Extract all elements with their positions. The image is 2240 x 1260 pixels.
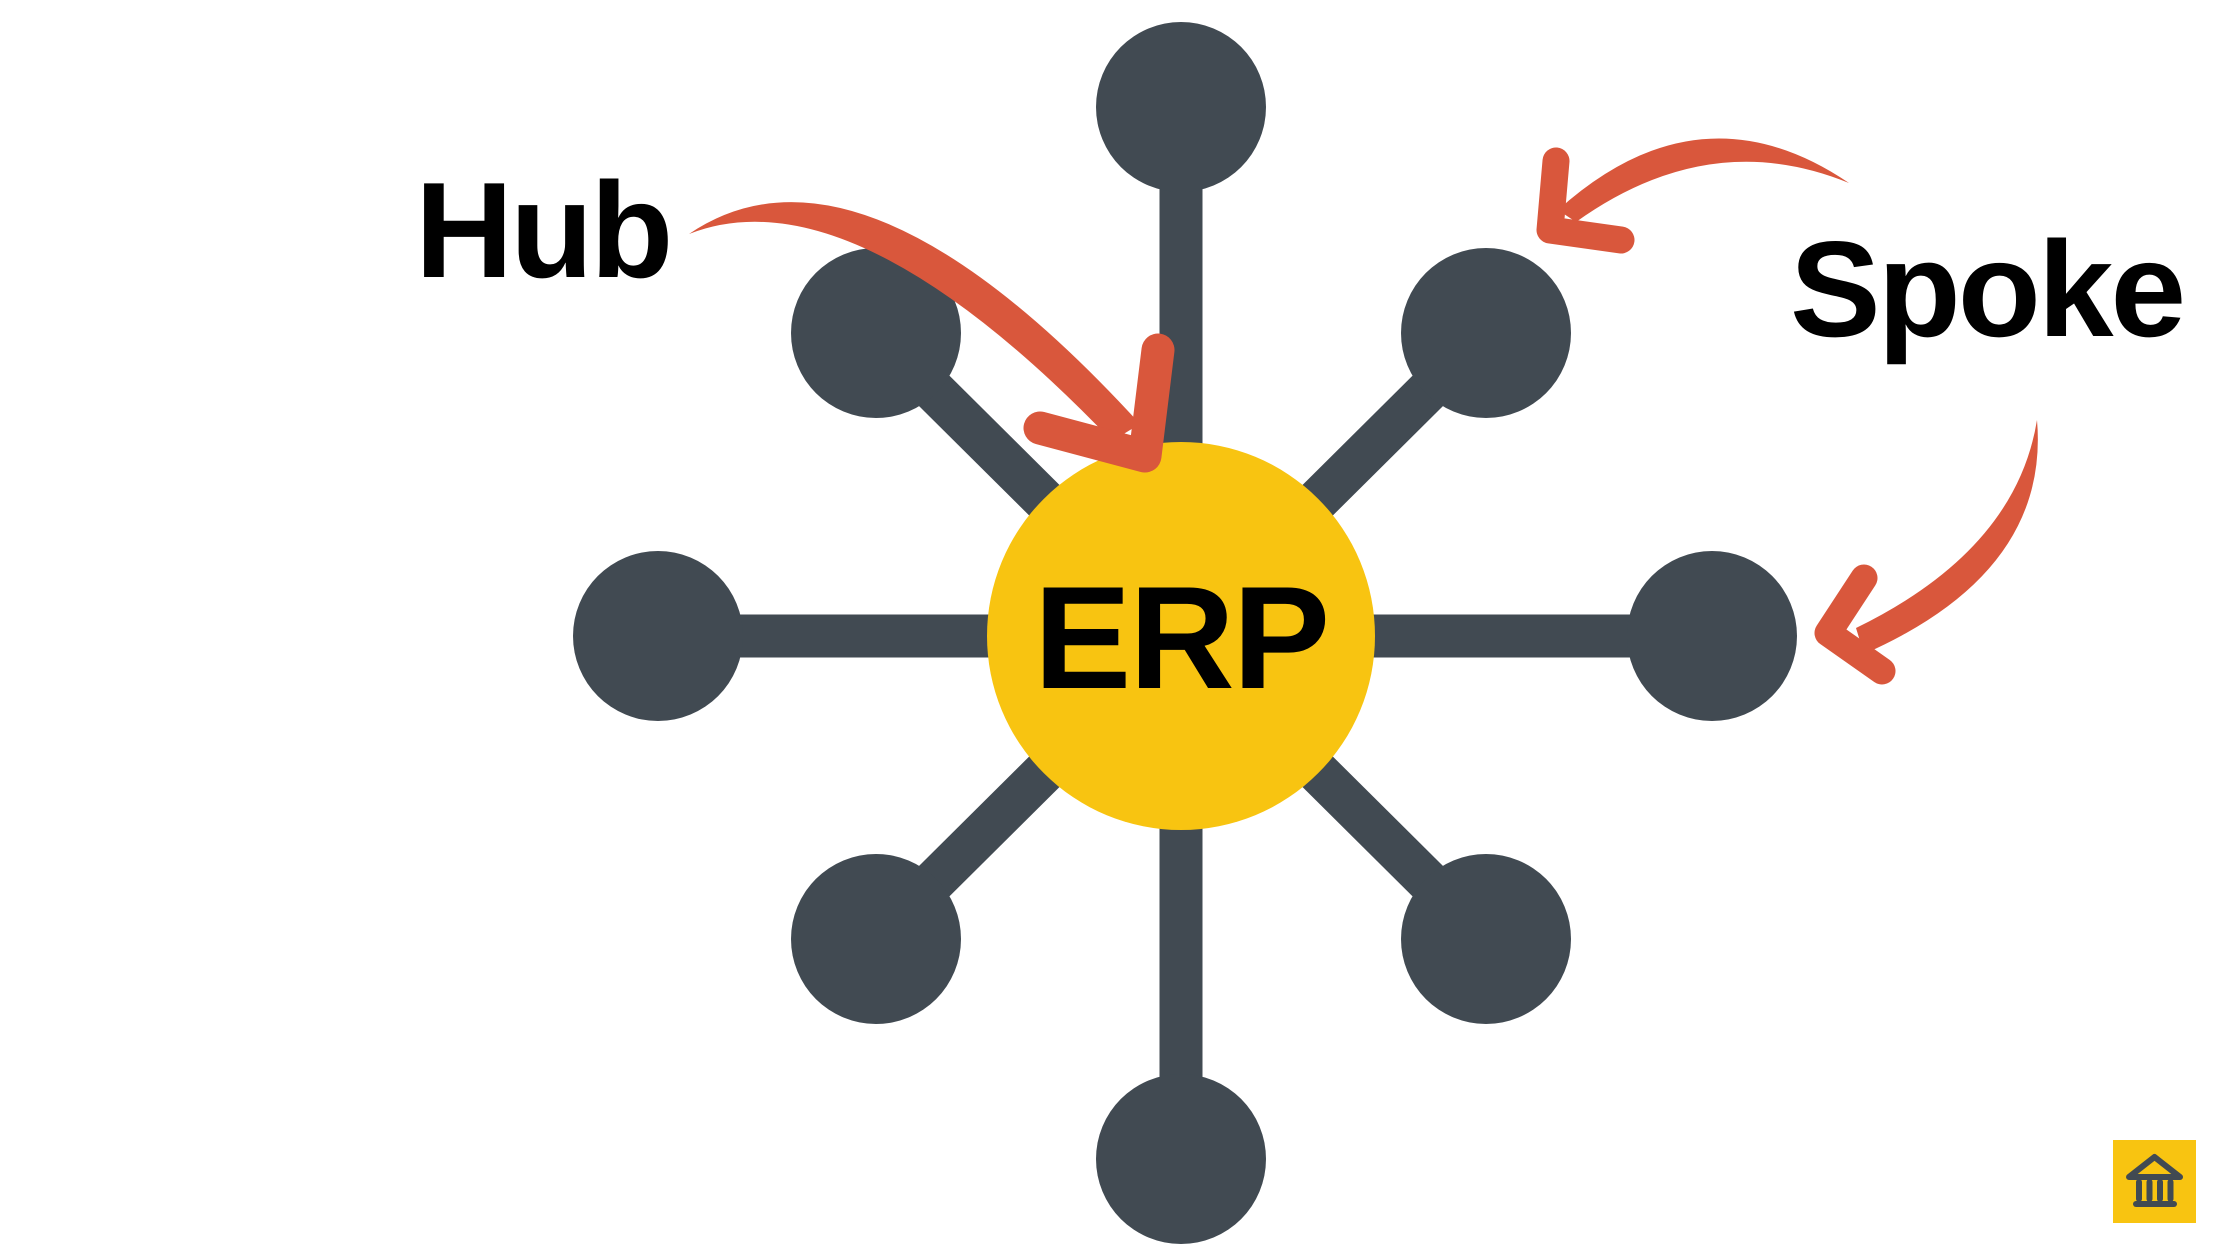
hub-arrowhead xyxy=(1023,333,1175,473)
spoke-arrow-lower-curve xyxy=(1856,420,2038,654)
spoke-node-right xyxy=(1627,551,1797,721)
spoke-arrow-upper-curve xyxy=(1558,138,1849,222)
hub-annotation-label: Hub xyxy=(415,154,670,306)
spoke-node-bottom-right xyxy=(1401,854,1571,1024)
watermark-badge xyxy=(2113,1140,2196,1223)
annotation-arrows xyxy=(689,138,2038,654)
spoke-arrowhead-upper xyxy=(1536,147,1635,254)
labels: ERP Hub Spoke xyxy=(415,154,2186,719)
hub-circle xyxy=(987,442,1375,830)
bank-icon xyxy=(2126,1154,2183,1207)
spoke-annotation-label: Spoke xyxy=(1790,213,2183,365)
annotation-arrowheads xyxy=(1023,147,1896,685)
hub-circle-label: ERP xyxy=(1034,556,1328,719)
spoke-node-left xyxy=(573,551,743,721)
spoke-node-top xyxy=(1096,22,1266,192)
spoke-arrowhead-lower xyxy=(1814,564,1896,685)
spoke-node-bottom xyxy=(1096,1074,1266,1244)
hub-arrow-curve xyxy=(689,202,1140,441)
spoke-node-top-left xyxy=(791,248,961,418)
spoke-node-top-right xyxy=(1401,248,1571,418)
spoke-nodes xyxy=(573,22,1797,1244)
watermark-background xyxy=(2113,1140,2196,1223)
spoke-node-bottom-left xyxy=(791,854,961,1024)
